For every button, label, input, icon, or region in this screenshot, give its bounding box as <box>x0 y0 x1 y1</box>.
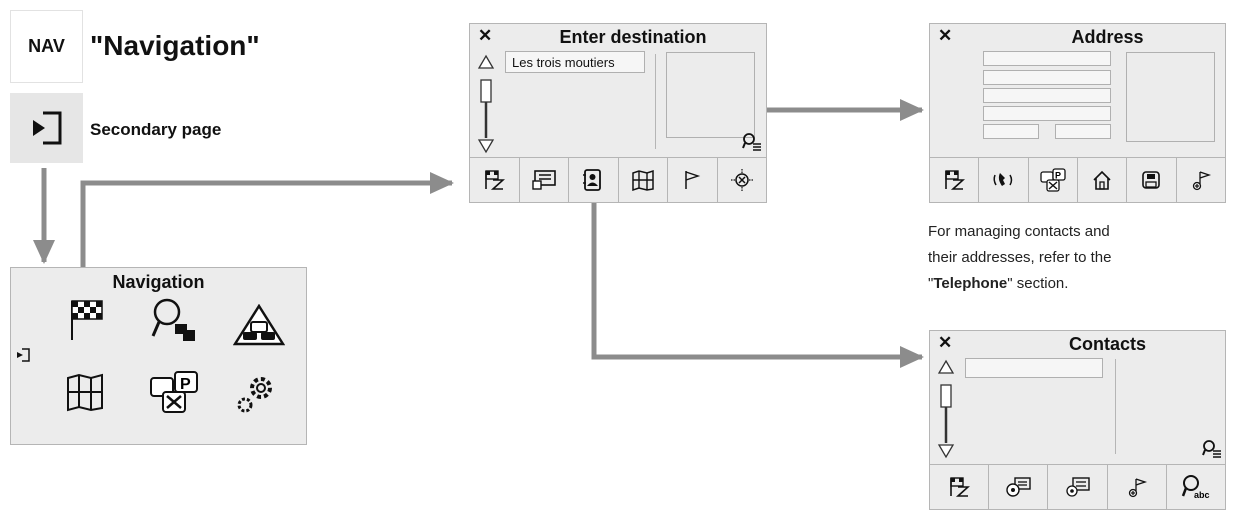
enter-destination-title: Enter destination <box>559 27 707 47</box>
poi-icon: P <box>1040 168 1066 192</box>
location-target-icon <box>730 169 753 191</box>
contact-add-button[interactable] <box>1048 465 1108 509</box>
note-quote-close: " section. <box>1007 275 1069 292</box>
contact-locate-button[interactable] <box>989 465 1049 509</box>
route-flag-icon <box>485 170 506 190</box>
home-icon <box>1093 170 1111 190</box>
route-flag-icon <box>945 170 966 190</box>
add-waypoint-icon <box>1128 478 1147 498</box>
destination-input-value: Les trois moutiers <box>512 55 615 70</box>
enter-destination-toolbar <box>470 157 766 202</box>
contacts-title: Contacts <box>1068 334 1146 354</box>
nav-button[interactable]: NAV <box>10 10 83 83</box>
note-line-1: For managing contacts and <box>928 223 1110 240</box>
divider <box>655 54 656 149</box>
note-telephone-link: Telephone <box>933 275 1008 292</box>
location-target-button[interactable] <box>718 158 767 202</box>
home-button[interactable] <box>1078 158 1128 202</box>
map-button[interactable] <box>619 158 668 202</box>
contact-add-icon <box>1065 477 1090 497</box>
secondary-page-icon <box>32 111 61 145</box>
address-field-2[interactable] <box>983 70 1111 85</box>
page-title: "Navigation" <box>90 30 260 61</box>
flag-button[interactable] <box>668 158 718 202</box>
contacts-button[interactable] <box>569 158 619 202</box>
map-icon[interactable] <box>65 372 105 417</box>
address-field-1[interactable] <box>983 51 1111 66</box>
arrow-navigation-to-destination <box>80 172 454 298</box>
note-line-2: their addresses, refer to the <box>928 249 1112 266</box>
secondary-page-label: Secondary page <box>90 120 222 139</box>
contacts-search-field[interactable] <box>965 358 1103 378</box>
svg-text:P: P <box>1055 171 1061 181</box>
close-icon[interactable]: ✕ <box>938 26 953 45</box>
phone-call-button[interactable] <box>979 158 1029 202</box>
parking-services-icon[interactable]: P <box>149 370 199 421</box>
phone-call-icon <box>993 173 1013 186</box>
route-flag-button[interactable] <box>930 465 990 509</box>
contacts-icon <box>583 169 602 191</box>
save-button[interactable] <box>1127 158 1177 202</box>
route-flag-icon <box>950 477 971 497</box>
contacts-toolbar: abc <box>930 464 1225 509</box>
address-field-6[interactable] <box>1055 124 1111 139</box>
divider <box>1115 359 1116 454</box>
preview-area <box>666 52 755 138</box>
destination-input[interactable]: Les trois moutiers <box>505 51 645 73</box>
close-icon[interactable]: ✕ <box>478 26 493 45</box>
contact-locate-icon <box>1006 477 1031 497</box>
add-waypoint-button[interactable] <box>1108 465 1167 509</box>
note-line-3: "Telephone" section. <box>928 271 1188 297</box>
settings-gears-icon[interactable] <box>235 372 279 421</box>
flag-icon <box>685 171 701 189</box>
address-toolbar: P <box>930 157 1225 202</box>
nav-badge-label: NAV <box>28 36 65 56</box>
search-abc-button[interactable]: abc <box>1167 465 1225 509</box>
search-abc-icon: abc <box>1181 475 1210 500</box>
svg-text:P: P <box>180 376 191 393</box>
contacts-panel: ✕ Contacts abc <box>929 330 1226 510</box>
note-quote-open: " <box>928 275 934 292</box>
scrollbar[interactable] <box>936 359 956 459</box>
svg-text:abc: abc <box>1194 490 1210 500</box>
contacts-note: For managing contacts and their addresse… <box>928 219 1188 297</box>
address-preview-area <box>1126 52 1215 142</box>
address-field-5[interactable] <box>983 124 1039 139</box>
secondary-page-button[interactable] <box>10 93 83 163</box>
navigation-panel: Navigation <box>10 267 307 445</box>
address-title: Address <box>1071 27 1144 47</box>
map-icon <box>632 169 654 191</box>
search-list-icon[interactable] <box>1202 439 1222 464</box>
search-list-icon[interactable] <box>742 132 762 157</box>
traffic-icon[interactable] <box>232 303 286 351</box>
address-card-button[interactable] <box>520 158 569 202</box>
save-icon <box>1142 171 1161 189</box>
scrollbar[interactable] <box>476 54 496 154</box>
route-flag-button[interactable] <box>470 158 520 202</box>
secondary-page-small-icon[interactable] <box>16 348 30 367</box>
add-waypoint-button[interactable] <box>1177 158 1225 202</box>
search-poi-icon[interactable] <box>151 296 201 349</box>
checkered-flag-icon[interactable] <box>69 298 105 347</box>
arrow-destination-to-contacts <box>591 194 924 368</box>
navigation-panel-title: Navigation <box>112 272 205 292</box>
address-field-4[interactable] <box>983 106 1111 121</box>
route-flag-button[interactable] <box>930 158 980 202</box>
add-waypoint-icon <box>1192 171 1211 191</box>
address-field-3[interactable] <box>983 88 1111 103</box>
poi-button[interactable]: P <box>1029 158 1078 202</box>
address-card-icon <box>532 170 556 190</box>
close-icon[interactable]: ✕ <box>938 333 953 352</box>
enter-destination-panel: ✕ Enter destination Les trois moutiers <box>469 23 767 203</box>
address-panel: ✕ Address P <box>929 23 1226 203</box>
